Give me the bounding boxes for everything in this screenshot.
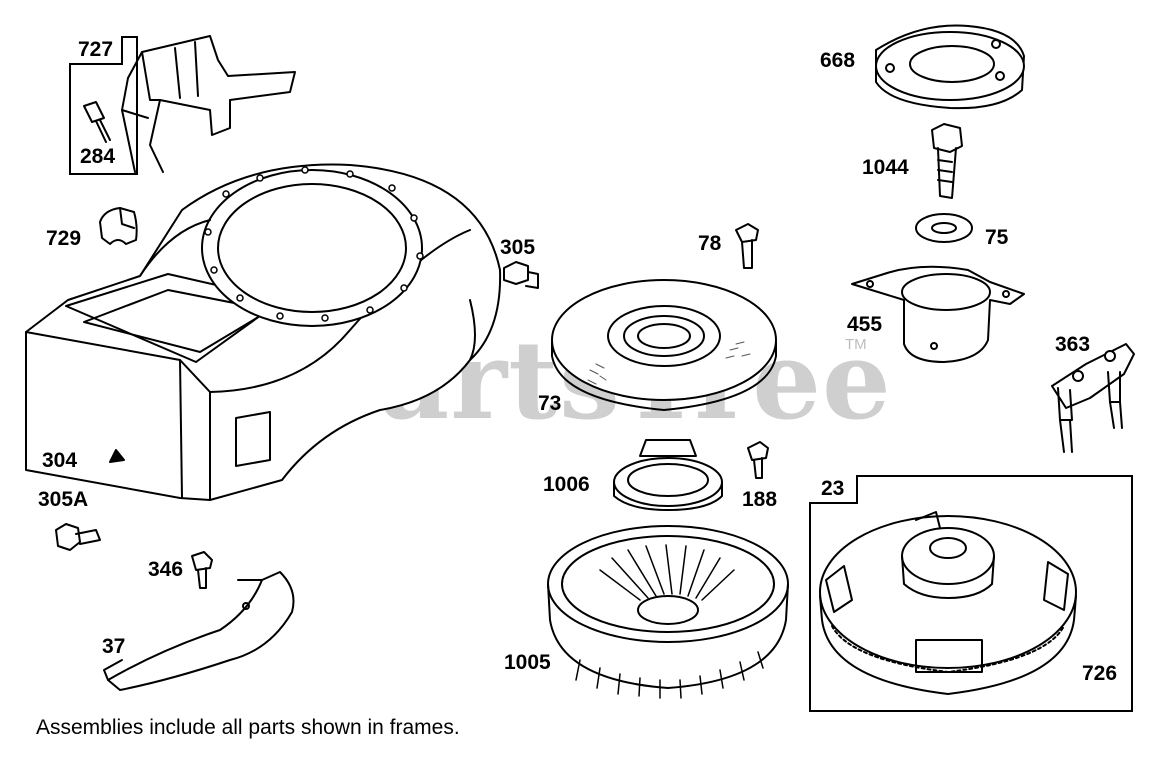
label-1006: 1006 xyxy=(543,473,590,496)
part-305-bolt xyxy=(503,261,539,289)
label-305A: 305A xyxy=(38,488,89,511)
part-78-screw xyxy=(735,223,759,269)
label-668: 668 xyxy=(820,49,856,72)
label-73: 73 xyxy=(538,392,562,415)
watermark-tm: TM xyxy=(845,336,867,353)
part-305A-screw xyxy=(55,523,101,551)
part-1044-stud xyxy=(931,123,963,199)
label-78: 78 xyxy=(698,232,722,255)
part-455-starter-cup xyxy=(851,265,1025,363)
label-1005: 1005 xyxy=(504,651,551,674)
label-1044: 1044 xyxy=(862,156,909,179)
label-363: 363 xyxy=(1055,333,1091,356)
part-363-bracket xyxy=(1051,343,1135,453)
part-188-screw xyxy=(747,441,769,479)
part-729-grommet xyxy=(99,207,138,245)
frame-727-label: 727 xyxy=(69,36,124,65)
part-284-screw xyxy=(83,101,111,143)
label-729: 729 xyxy=(46,227,82,250)
part-726-flywheel xyxy=(819,511,1077,695)
part-37-baffle xyxy=(103,571,295,691)
part-346-screw xyxy=(191,551,213,589)
label-455: 455 xyxy=(847,313,883,336)
footer-note: Assemblies include all parts shown in fr… xyxy=(36,716,460,739)
part-73-screen xyxy=(551,279,777,411)
part-1005-fan xyxy=(547,525,789,699)
label-305: 305 xyxy=(500,236,536,259)
label-726: 726 xyxy=(1082,662,1118,685)
label-284: 284 xyxy=(80,145,116,168)
part-304-blower-housing xyxy=(25,163,502,501)
label-75: 75 xyxy=(985,226,1009,249)
part-75-washer xyxy=(915,213,973,243)
label-188: 188 xyxy=(742,488,778,511)
label-37: 37 xyxy=(102,635,126,658)
part-727-bracket xyxy=(121,35,296,173)
label-346: 346 xyxy=(148,558,184,581)
frame-23-label: 23 xyxy=(809,475,859,504)
frame-23 xyxy=(809,475,1133,712)
part-1006-clip xyxy=(613,439,723,511)
label-304: 304 xyxy=(42,449,78,472)
part-668-cup xyxy=(875,24,1025,110)
